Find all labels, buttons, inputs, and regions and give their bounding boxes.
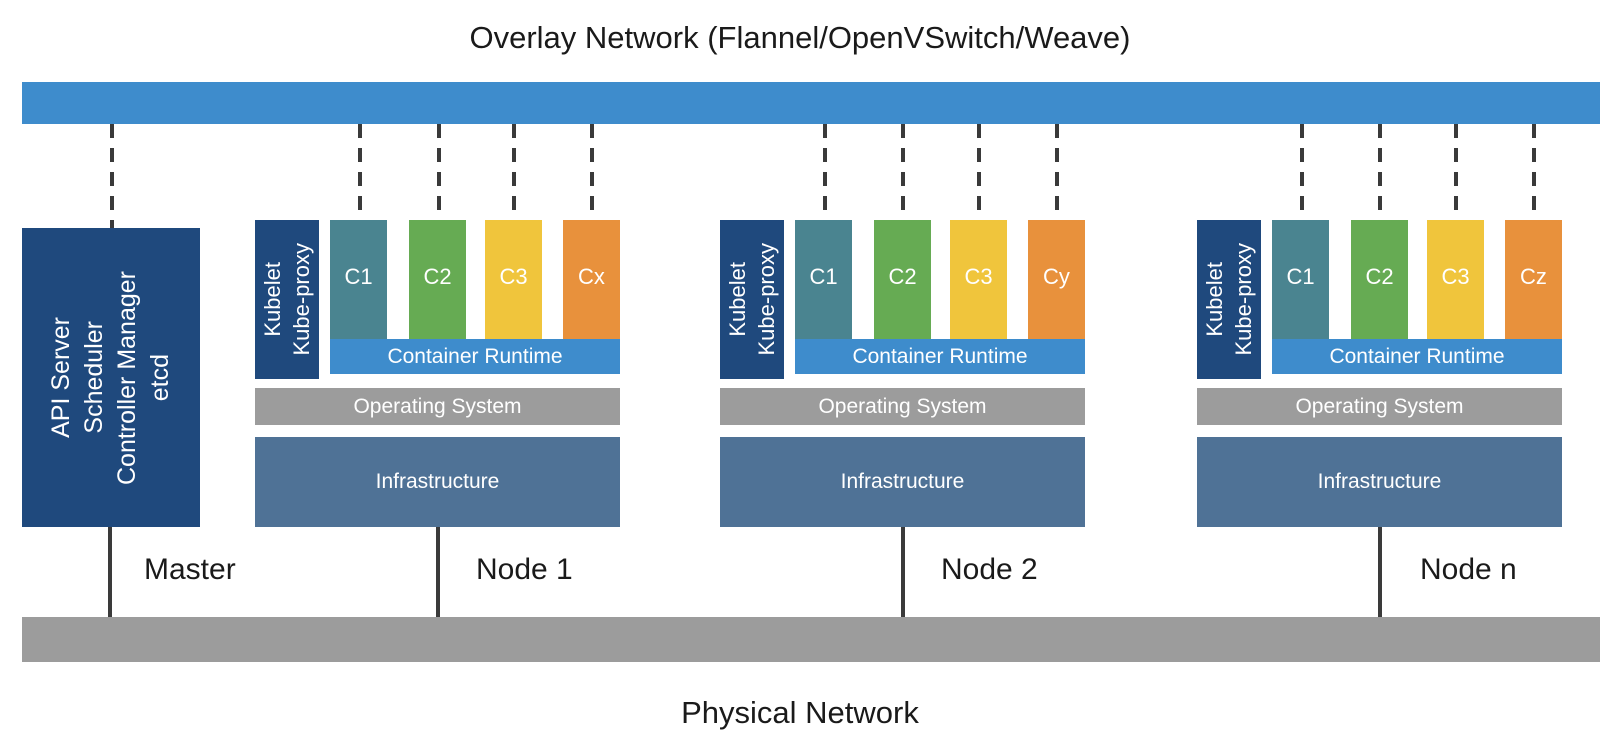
noden-container-cz-label: Cz: [1520, 264, 1547, 289]
connector-overlay-to-noden-c1: [1378, 124, 1382, 220]
node1-container-runtime-label: Container Runtime: [387, 344, 563, 368]
node2-container-c3[interactable]: C3: [950, 220, 1007, 340]
master-component-scheduler: Scheduler: [80, 321, 108, 434]
node1-operating-system-bar[interactable]: Operating System: [255, 388, 620, 425]
node2-container-c1-label: C1: [809, 264, 838, 289]
node2-container-cy-label: Cy: [1043, 264, 1070, 289]
connector-overlay-to-node2-c1: [901, 124, 905, 220]
node1-container-cx-label: Cx: [578, 264, 605, 289]
node1-agent-kubelet: Kubelet: [259, 262, 285, 337]
noden-kubelet-box[interactable]: Kubelet Kube-proxy: [1197, 220, 1261, 379]
node1-infrastructure-label: Infrastructure: [375, 470, 500, 493]
node2-agent-kube-proxy: Kube-proxy: [754, 243, 779, 356]
connector-node1-to-physical: [436, 527, 440, 617]
connector-overlay-to-node1-c2: [512, 124, 516, 220]
node1-container-c2[interactable]: C2: [409, 220, 466, 340]
noden-agent-kube-proxy: Kube-proxy: [1231, 243, 1256, 356]
node2-infrastructure-label: Infrastructure: [840, 470, 965, 493]
connector-overlay-to-master: [110, 124, 114, 228]
node1-container-c3-label: C3: [499, 264, 528, 289]
connector-master-to-physical: [108, 527, 112, 617]
connector-overlay-to-node2-c2: [977, 124, 981, 220]
connector-node2-to-physical: [901, 527, 905, 617]
connector-overlay-to-node1-c3: [590, 124, 594, 220]
noden-container-c1[interactable]: C1: [1272, 220, 1329, 340]
connector-noden-to-physical: [1378, 527, 1382, 617]
master-component-api-server: API Server: [47, 317, 75, 438]
node2-container-cy[interactable]: Cy: [1028, 220, 1085, 340]
noden-container-c2-label: C2: [1365, 264, 1394, 289]
noden-label: Node n: [1420, 553, 1517, 586]
node2-operating-system-label: Operating System: [818, 394, 987, 418]
node2-agent-kubelet: Kubelet: [724, 262, 750, 337]
noden-container-runtime-label: Container Runtime: [1329, 344, 1505, 368]
master-component-etcd: etcd: [146, 353, 174, 402]
node1-container-c1-label: C1: [344, 264, 373, 289]
node1-container-cx[interactable]: Cx: [563, 220, 620, 340]
noden-container-c3[interactable]: C3: [1427, 220, 1484, 340]
noden-infrastructure-bar[interactable]: Infrastructure: [1197, 437, 1562, 527]
node1-container-runtime-bar[interactable]: Container Runtime: [330, 339, 620, 374]
connector-overlay-to-noden-c3: [1532, 124, 1536, 220]
noden-infrastructure-label: Infrastructure: [1317, 470, 1442, 493]
node2-kubelet-box[interactable]: Kubelet Kube-proxy: [720, 220, 784, 379]
node1-agent-kube-proxy: Kube-proxy: [289, 243, 314, 356]
node1-container-c1[interactable]: C1: [330, 220, 387, 340]
node1-container-c3[interactable]: C3: [485, 220, 542, 340]
connector-overlay-to-node2-kubelet: [823, 124, 827, 220]
noden-agent-kubelet: Kubelet: [1201, 262, 1227, 337]
node2-container-runtime-bar[interactable]: Container Runtime: [795, 339, 1085, 374]
node2-container-runtime-label: Container Runtime: [852, 344, 1028, 368]
noden-container-cz[interactable]: Cz: [1505, 220, 1562, 340]
connector-overlay-to-noden-kubelet: [1300, 124, 1304, 220]
master-box[interactable]: API Server Scheduler Controller Manager …: [22, 228, 200, 527]
node2-infrastructure-bar[interactable]: Infrastructure: [720, 437, 1085, 527]
node2-operating-system-bar[interactable]: Operating System: [720, 388, 1085, 425]
connector-overlay-to-node2-c3: [1055, 124, 1059, 220]
physical-network-title: Physical Network: [681, 695, 919, 730]
overlay-network-title: Overlay Network (Flannel/OpenVSwitch/Wea…: [469, 20, 1131, 55]
physical-network-bar: [22, 617, 1600, 662]
noden-container-c1-label: C1: [1286, 264, 1315, 289]
noden-container-runtime-bar[interactable]: Container Runtime: [1272, 339, 1562, 374]
node1-operating-system-label: Operating System: [353, 394, 522, 418]
connector-overlay-to-node1-c1: [437, 124, 441, 220]
overlay-network-bar: [22, 82, 1600, 124]
noden-container-c3-label: C3: [1441, 264, 1470, 289]
connector-overlay-to-noden-c2: [1454, 124, 1458, 220]
node1-label: Node 1: [476, 553, 573, 586]
noden-container-c2[interactable]: C2: [1351, 220, 1408, 340]
node1-kubelet-box[interactable]: Kubelet Kube-proxy: [255, 220, 319, 379]
node2-container-c2-label: C2: [888, 264, 917, 289]
master-component-controller-manager: Controller Manager: [113, 270, 141, 485]
noden-operating-system-bar[interactable]: Operating System: [1197, 388, 1562, 425]
node1-infrastructure-bar[interactable]: Infrastructure: [255, 437, 620, 527]
master-label: Master: [144, 553, 236, 586]
noden-operating-system-label: Operating System: [1295, 394, 1464, 418]
connector-overlay-to-node1-kubelet: [358, 124, 362, 220]
node2-container-c3-label: C3: [964, 264, 993, 289]
node2-container-c2[interactable]: C2: [874, 220, 931, 340]
node2-label: Node 2: [941, 553, 1038, 586]
node2-container-c1[interactable]: C1: [795, 220, 852, 340]
node1-container-c2-label: C2: [423, 264, 452, 289]
